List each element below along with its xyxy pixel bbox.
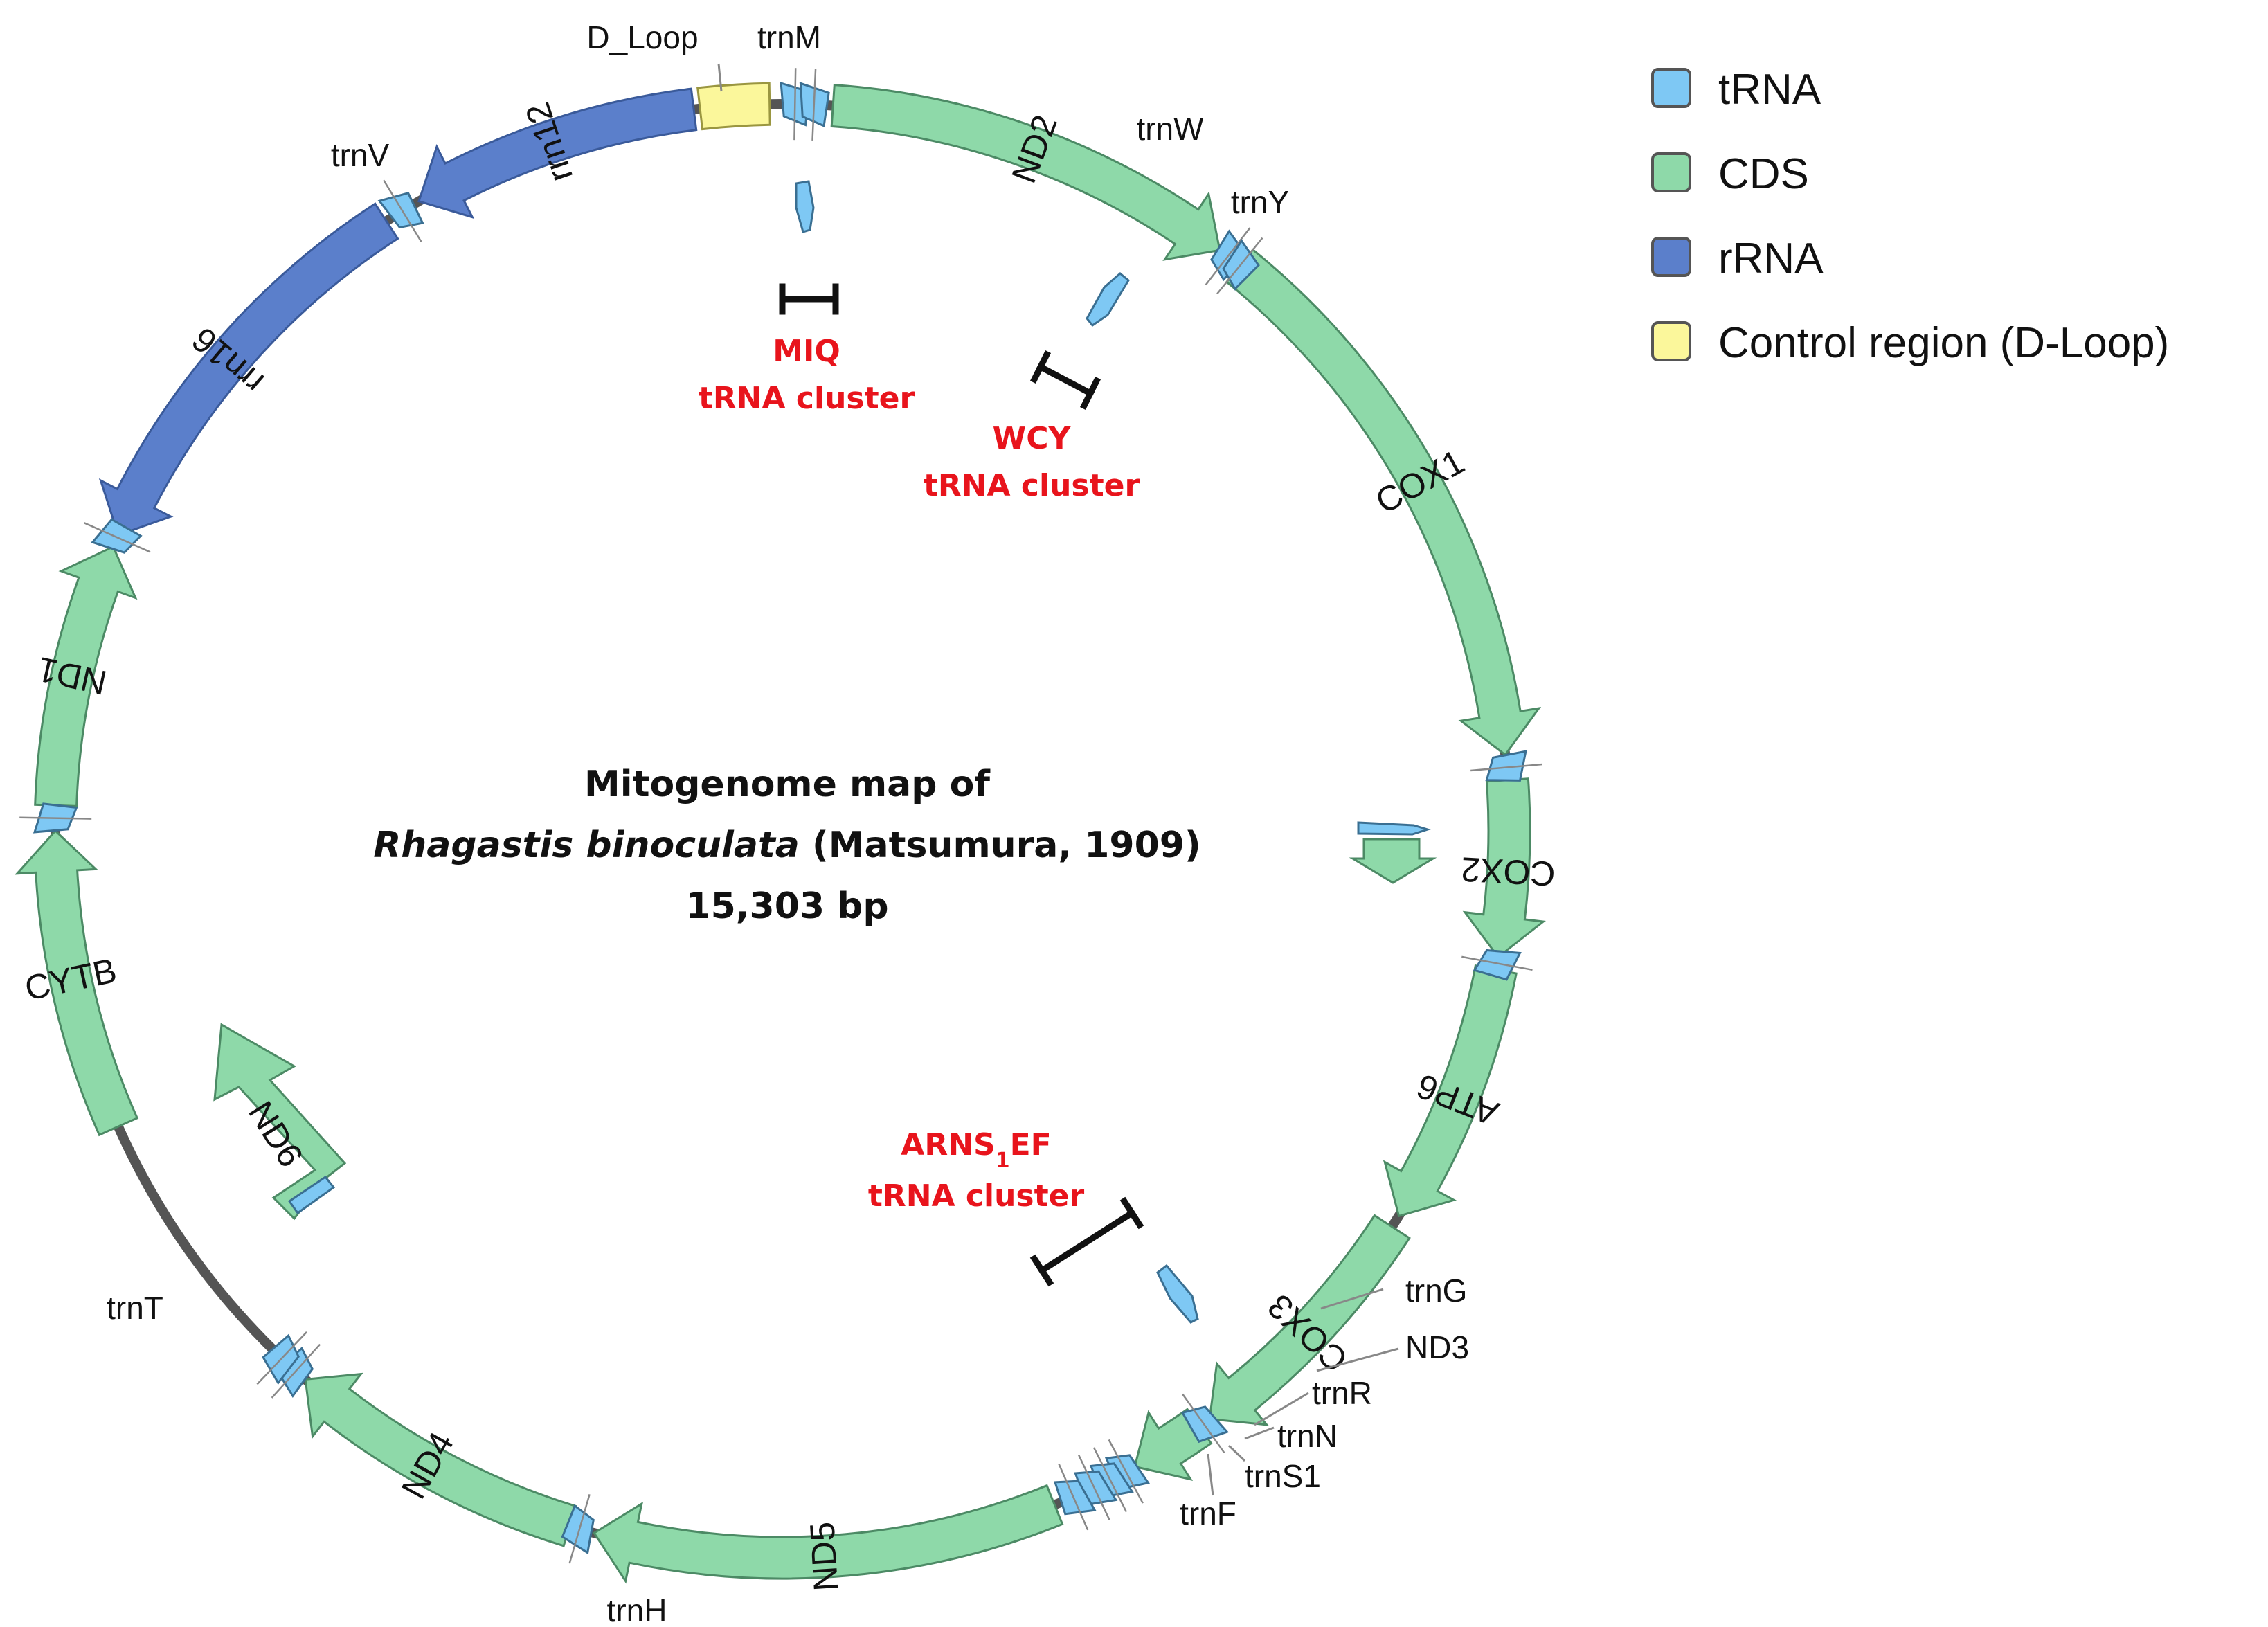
label-trnM: trnM <box>757 19 821 55</box>
tick-trnW <box>1205 227 1251 286</box>
tick-trnQ <box>811 68 817 141</box>
arns-cluster-suffix: tRNA cluster <box>868 1178 1085 1214</box>
label-trnF: trnF <box>1180 1495 1236 1531</box>
tick-trnD <box>1470 763 1542 772</box>
label-trnW: trnW <box>1136 111 1204 147</box>
label-trnT: trnT <box>107 1290 163 1326</box>
label-ND3: ND3 <box>1405 1329 1469 1365</box>
trna-marker-trnH <box>561 1504 595 1555</box>
legend-swatch-trna <box>1651 68 1691 108</box>
tick-trnV <box>383 179 422 242</box>
trna-glyph-trnC <box>1086 272 1130 327</box>
gene-rrn16: rrn16 <box>98 202 399 537</box>
trna-glyph-trnI <box>795 180 815 233</box>
tick-trnP <box>271 1343 321 1399</box>
gene-ND4: ND4 <box>304 1372 577 1547</box>
gene-label-COX2: COX2 <box>1460 850 1556 893</box>
label-trnY: trnY <box>1231 184 1289 220</box>
tick-trnN <box>1092 1447 1128 1513</box>
nd6-gene: ND6 <box>213 1023 347 1221</box>
species-authority: (Matsumura, 1909) <box>800 825 1201 866</box>
wcy-bar <box>1036 362 1095 398</box>
tick-trnM <box>793 68 797 141</box>
tick-trnL1 <box>19 816 92 820</box>
gene-arrow-ND5 <box>593 1484 1064 1584</box>
gene-COX3: COX3 <box>1208 1214 1411 1426</box>
tick-trnS1 <box>1077 1454 1110 1521</box>
label-trnS1: trnS1 <box>1245 1458 1321 1494</box>
leader-lines <box>717 63 1399 1496</box>
tick-trnK <box>1461 955 1533 971</box>
tick-trnR <box>1108 1439 1144 1504</box>
wcy-cluster-suffix: tRNA cluster <box>924 468 1140 503</box>
tick-trnT <box>256 1331 307 1385</box>
inner-cds-block <box>1349 838 1437 884</box>
title-species-line: Rhagastis binoculata (Matsumura, 1909) <box>373 825 1200 866</box>
trna-glyph-trnK <box>1357 821 1432 836</box>
control-region-dloop <box>696 82 771 131</box>
label-trnH: trnH <box>607 1592 667 1627</box>
gene-rrn12: rrn12 <box>417 87 698 219</box>
trna-marker-trnL2 <box>91 518 143 554</box>
label-trnV: trnV <box>331 137 390 173</box>
legend-label-trna: tRNA <box>1718 66 1821 114</box>
gene-arrow-ATP6 <box>1383 964 1518 1218</box>
legend-label-cds: CDS <box>1718 150 1809 198</box>
trna-marker-trnD <box>1485 750 1527 782</box>
gene-arrow-rrn12 <box>417 87 698 219</box>
legend-label-control: Control region (D-Loop) <box>1718 319 2169 367</box>
miq-cluster-name: MIQ <box>773 334 840 369</box>
trna-glyph-nd6 <box>287 1175 336 1215</box>
tick-trnG <box>1182 1393 1225 1454</box>
trna-glyph-trnE <box>1156 1264 1199 1324</box>
species-name: Rhagastis binoculata <box>373 825 800 866</box>
tick-trnL2 <box>84 522 151 553</box>
label-D_Loop: D_Loop <box>586 19 698 55</box>
gene-ATP6: ATP6 <box>1383 964 1518 1218</box>
gene-ND5: ND5 <box>593 1484 1064 1592</box>
gene-arrow-COX2 <box>1462 777 1546 959</box>
label-trnG: trnG <box>1405 1273 1467 1309</box>
legend-swatch-cds <box>1651 152 1691 192</box>
miq-cluster-suffix: tRNA cluster <box>699 381 915 416</box>
label-trnR: trnR <box>1312 1375 1372 1411</box>
label-trnN: trnN <box>1277 1418 1338 1454</box>
trna-marker-trnK <box>1473 949 1522 981</box>
tick-trnF <box>1058 1463 1089 1531</box>
tick-trnH <box>568 1494 591 1564</box>
gene-CYTB: CYTB <box>15 829 139 1137</box>
cluster-bars <box>779 283 1144 1287</box>
tick-trnY <box>1216 237 1263 295</box>
title-size: 15,303 bp <box>685 886 888 927</box>
legend-label-rrna: rRNA <box>1718 235 1824 282</box>
gene-COX1: COX1 <box>1225 248 1542 757</box>
gene-ND1: ND1 <box>34 545 138 807</box>
gene-COX2: COX2 <box>1460 777 1556 959</box>
legend-swatch-rrna <box>1651 237 1691 277</box>
legend: tRNA CDS rRNA Control region (D-Loop) <box>1651 66 2169 367</box>
inner-trna-glyphs <box>795 180 1432 1324</box>
arns-bar <box>1037 1208 1137 1275</box>
title-line1: Mitogenome map of <box>584 764 991 805</box>
arns-cluster-name: ARNS1EF <box>901 1127 1051 1173</box>
gene-label-ND5: ND5 <box>802 1521 845 1592</box>
trna-marker-trnF <box>1053 1480 1097 1516</box>
wcy-cluster-name: WCY <box>993 421 1072 456</box>
legend-swatch-control <box>1651 321 1691 361</box>
